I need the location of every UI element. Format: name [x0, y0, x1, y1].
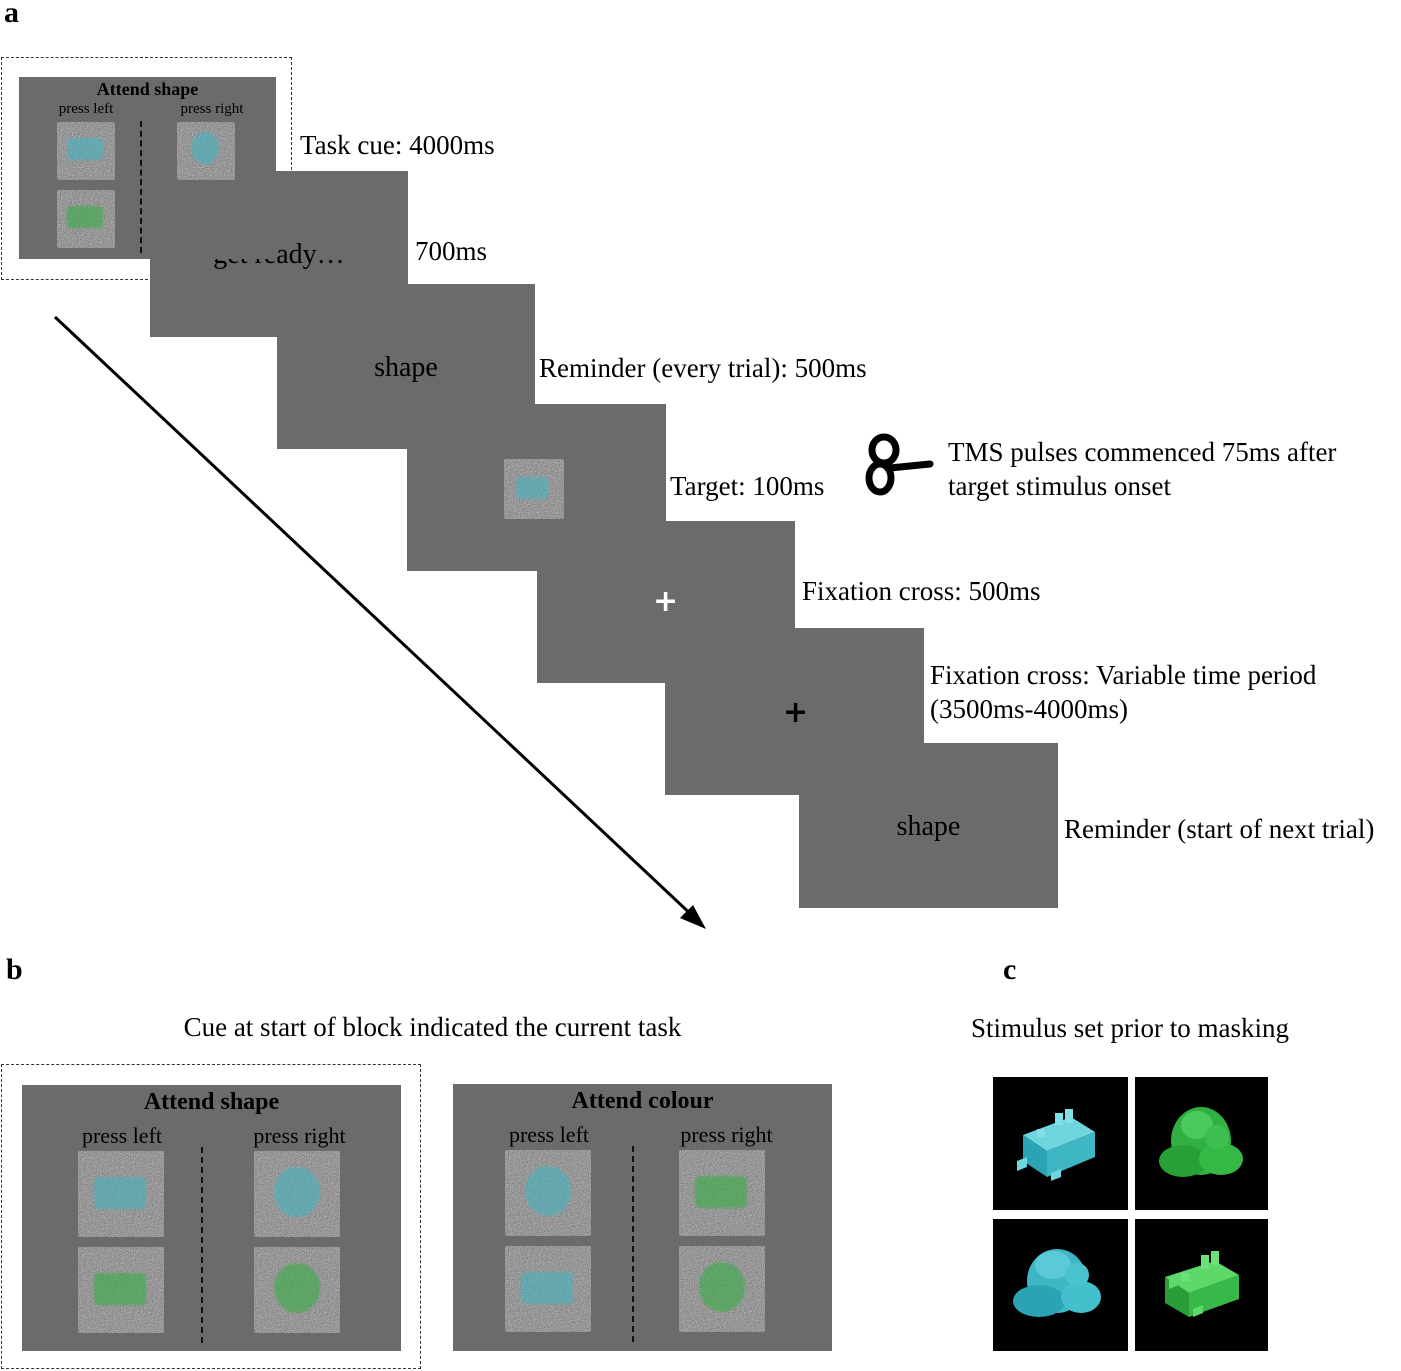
cue-1-left-label: press left	[81, 1123, 163, 1148]
cue-1-right-label: press right	[253, 1123, 346, 1148]
stimulus-cyan-blob	[993, 1219, 1128, 1351]
reminder-next-text: shape	[896, 811, 961, 842]
cue-divider	[140, 121, 142, 253]
cue-attend-shape: Attend shape press left press right	[22, 1085, 401, 1351]
cue-dashed-frame	[1, 57, 292, 280]
stimulus-green-cube	[1135, 1219, 1268, 1351]
cue-stim-1	[57, 122, 115, 180]
cue-1-stim-3	[78, 1247, 164, 1333]
tms-text-line2: target stimulus onset	[948, 471, 1171, 501]
panel-b-heading: Cue at start of block indicated the curr…	[183, 1012, 682, 1042]
cue-1-stim-1	[78, 1151, 164, 1237]
screen-task-cue: Attend shape press left press right	[19, 77, 276, 259]
cue-2-stim-1	[505, 1150, 591, 1236]
stimulus-cyan-cube	[993, 1077, 1128, 1210]
cue-stim-2	[177, 122, 235, 180]
panel-a-letter: a	[4, 0, 19, 29]
cue-1-title: Attend shape	[143, 1089, 280, 1115]
cue-right-label: press right	[180, 101, 244, 117]
tms-coil-icon	[865, 433, 934, 496]
cue-2-stim-4	[679, 1246, 765, 1332]
cue-2-stim-3	[505, 1246, 591, 1332]
label-fixation-2-line1: Fixation cross: Variable time period	[930, 660, 1317, 690]
reminder-text: shape	[374, 352, 438, 383]
cue-attend-colour: Attend colour press left press right	[453, 1084, 832, 1351]
label-fixation-2-line2: (3500ms-4000ms)	[930, 694, 1128, 724]
label-reminder: Reminder (every trial): 500ms	[539, 353, 867, 383]
panel-b-dashed-frame	[1, 1064, 421, 1369]
fixation-cross-black: +	[783, 695, 809, 730]
label-get-ready: 700ms	[415, 236, 488, 266]
fixation-cross-white: +	[653, 584, 679, 619]
panel-c-heading: Stimulus set prior to masking	[970, 1013, 1289, 1043]
cue-title: Attend shape	[96, 79, 199, 99]
panel-c-letter: c	[1003, 953, 1017, 986]
target-stimulus	[504, 459, 564, 519]
cue-2-title: Attend colour	[571, 1088, 714, 1114]
cue-stim-3	[57, 190, 115, 248]
label-fixation-1: Fixation cross: 500ms	[802, 576, 1041, 606]
stimulus-green-blob	[1135, 1077, 1268, 1210]
label-task-cue: Task cue: 4000ms	[300, 130, 495, 160]
cue-2-right-label: press right	[680, 1122, 773, 1147]
cue-left-label: press left	[58, 101, 114, 117]
cue-1-stim-2	[254, 1151, 340, 1237]
cue-2-left-label: press left	[508, 1122, 590, 1147]
cue-2-stim-2	[679, 1150, 765, 1236]
time-arrow	[53, 315, 706, 929]
cue-1-divider	[201, 1147, 203, 1343]
panel-b-letter: b	[6, 953, 23, 986]
label-target: Target: 100ms	[670, 471, 825, 501]
tms-text-line1: TMS pulses commenced 75ms after	[948, 437, 1337, 467]
label-reminder-next: Reminder (start of next trial)	[1064, 814, 1375, 844]
cue-2-divider	[632, 1146, 634, 1342]
cue-1-stim-4	[254, 1247, 340, 1333]
